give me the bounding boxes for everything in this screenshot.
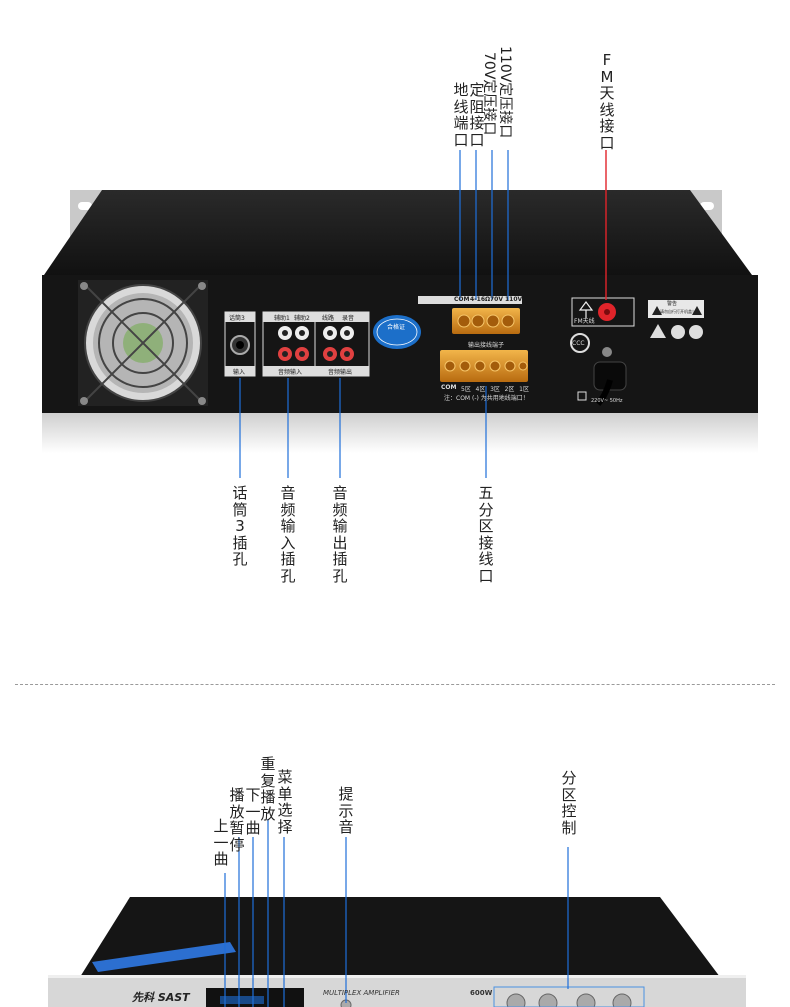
aux1-label: 辅助1	[274, 315, 290, 322]
zone-note: 注：COM (-) 为共用地线端口！	[444, 395, 529, 402]
callout-110v-port: 110V定压接口	[497, 46, 513, 139]
callout-audio-out-jack: 音频输出插孔	[332, 484, 348, 585]
ccc-mark: CCC	[572, 340, 585, 347]
zone-terminal-strip	[440, 350, 528, 382]
power-inlet	[593, 361, 627, 391]
callout-ground-port: 地线端口	[453, 81, 469, 149]
callout-prompt-tone: 提示音	[338, 785, 354, 836]
zone-name: 3区	[490, 386, 500, 393]
brand-logo: 先科 SAST	[132, 991, 190, 1004]
callout-zone-terminal: 五分区接线口	[478, 484, 494, 585]
fm-antenna-area	[571, 297, 635, 406]
zone-name: 1区	[519, 386, 529, 393]
zone-name: 2区	[504, 386, 515, 393]
zone-name-row: 5区 4区 3区 2区 1区	[461, 384, 529, 393]
audio-input-caption: 音频输入	[278, 369, 303, 376]
line-label: 线路	[322, 315, 335, 322]
warning-title: 警告	[667, 301, 678, 307]
callout-fixed-res-port: 定阻接口	[469, 81, 485, 149]
mic3-box-title: 话筒3	[229, 315, 245, 322]
callout-play-pause: 播放暂停	[229, 786, 245, 854]
output-terminal-strip	[418, 296, 522, 334]
terminal-4-16-label: 4-16Ω	[470, 296, 491, 303]
rear-panel-illustration	[42, 150, 758, 478]
fm-box-label: FM天线	[574, 318, 595, 325]
mic3-jack-panel	[224, 311, 256, 377]
chassis-top	[44, 190, 752, 275]
section-divider	[15, 684, 775, 685]
certificate-sticker	[373, 315, 421, 349]
cooling-fan	[78, 280, 208, 406]
callout-mic3-jack: 话筒3插孔	[232, 484, 248, 568]
zone-com-label: COM	[441, 384, 457, 391]
callout-fm-antenna: FM天线接口	[599, 51, 615, 152]
audio-output-caption: 音频输出	[328, 369, 353, 376]
power-spec: 220V~ 50Hz	[591, 398, 623, 404]
rca-jack-panel	[262, 311, 370, 377]
certificate-text: 合格证	[387, 324, 406, 331]
zone-name: 5区	[461, 386, 471, 393]
zone-name: 4区	[475, 386, 486, 393]
antenna-icon	[578, 301, 594, 318]
callout-menu-select: 菜单选择	[277, 768, 293, 836]
aux2-label: 辅助2	[294, 315, 310, 322]
double-insulation-icon	[577, 391, 587, 401]
terminal-110v-label: 110V	[505, 296, 523, 303]
model-text: MULTIPLEX AMPLIFIER	[323, 989, 400, 997]
terminal-com-label: COM	[454, 296, 470, 303]
mic3-box-input: 输入	[233, 369, 246, 376]
callout-next-track: 下一曲	[245, 786, 261, 837]
callout-repeat-play: 重复播放	[260, 755, 276, 823]
callout-prev-track: 上一曲	[213, 817, 229, 868]
record-label: 录音	[342, 315, 355, 322]
zone-terminal-title: 输出接线端子	[468, 342, 505, 349]
callout-zone-control: 分区控制	[561, 769, 577, 837]
front-panel-illustration	[48, 819, 746, 1007]
warning-stickers	[570, 300, 704, 353]
callout-audio-in-jack: 音频输入插孔	[280, 484, 296, 585]
warning-text: 请勿自行打开机盖！	[660, 309, 696, 314]
ground-screw	[602, 347, 612, 357]
terminal-70v-label: 70V	[490, 296, 503, 303]
power-rating: 600W	[470, 989, 493, 997]
